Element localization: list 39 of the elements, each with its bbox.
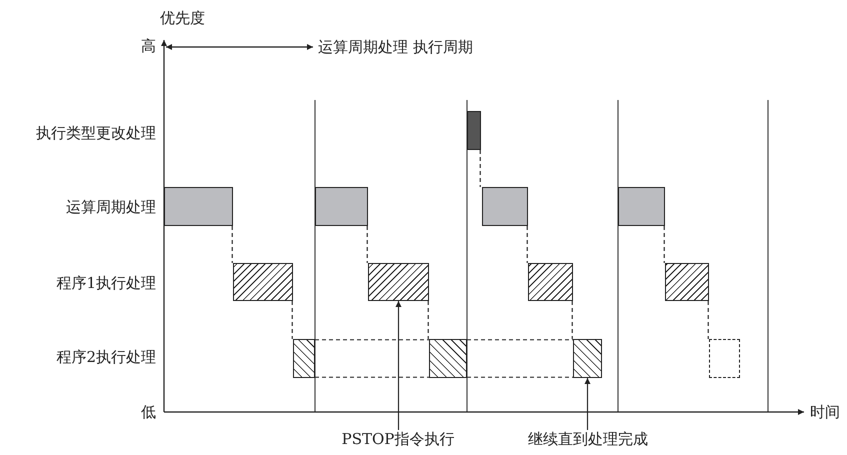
hatched-bar [573,339,602,378]
dashed-box [709,339,740,378]
dashed-connector [526,226,528,263]
dashed-connector [292,301,293,339]
process-bar [164,187,233,226]
dashed-connector [366,226,368,263]
dashed-connector [664,226,665,263]
dashed-connector [572,301,573,339]
row-label: 程序1执行处理 [56,274,156,292]
axis-label: 高 [141,37,156,55]
process-bar [467,111,481,150]
axis-label: 优先度 [160,9,205,27]
leader-line [396,301,402,430]
process-bar [618,187,665,226]
hatched-bar [368,263,429,301]
dashed-connector [467,339,573,340]
dashed-connector [428,301,429,339]
dashed-connector [467,376,573,378]
leader-line [584,378,590,430]
dashed-connector [480,150,481,187]
row-label: 运算周期处理 [66,198,156,216]
dashed-connector [315,339,429,340]
process-bar [482,187,528,226]
dashed-connector [315,376,429,378]
process-bar [315,187,368,226]
callout-text: 继续直到处理完成 [528,430,648,448]
callout-text: PSTOP指令执行 [342,430,454,448]
dashed-connector [708,301,709,339]
hatched-bar [293,339,315,378]
row-label: 执行类型更改处理 [36,124,156,142]
hatched-bar [233,263,293,301]
dashed-connector [232,226,233,263]
hatched-bar [429,339,467,378]
hatched-bar [665,263,709,301]
row-label: 程序2执行处理 [56,348,156,366]
period-label: 运算周期处理 执行周期 [318,38,473,56]
axis-label: 时间 [810,403,840,421]
hatched-bar [528,263,573,301]
axis-label: 低 [141,403,156,421]
